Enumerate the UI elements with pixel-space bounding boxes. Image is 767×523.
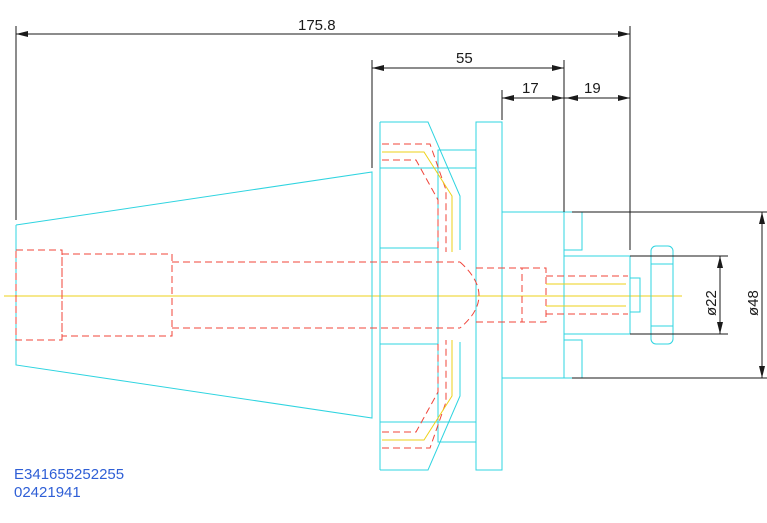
holder-outline bbox=[15, 121, 674, 471]
part-code-line-1: E341655252255 bbox=[14, 466, 125, 483]
inner-diameter-label: ø22 bbox=[703, 290, 720, 316]
collar-length-label: 17 bbox=[522, 80, 539, 97]
dimension-overall: 175.8 bbox=[15, 17, 631, 250]
flange-length-label: 55 bbox=[456, 50, 473, 67]
part-codes: E341655252255 02421941 bbox=[14, 466, 124, 502]
dimension-flange: 55 bbox=[371, 50, 565, 212]
dimension-collar: 17 bbox=[501, 80, 564, 120]
part-code-line-2: 02421941 bbox=[14, 484, 81, 501]
dimension-inner-diameter: ø22 bbox=[630, 255, 728, 335]
dimension-outer-diameter: ø48 bbox=[572, 211, 767, 379]
nose-length-label: 19 bbox=[584, 80, 601, 97]
dimension-nose: 19 bbox=[564, 80, 630, 101]
overall-length-label: 175.8 bbox=[298, 17, 336, 34]
thread-lines bbox=[382, 151, 626, 441]
outer-diameter-label: ø48 bbox=[745, 290, 762, 316]
hidden-lines bbox=[15, 143, 628, 449]
